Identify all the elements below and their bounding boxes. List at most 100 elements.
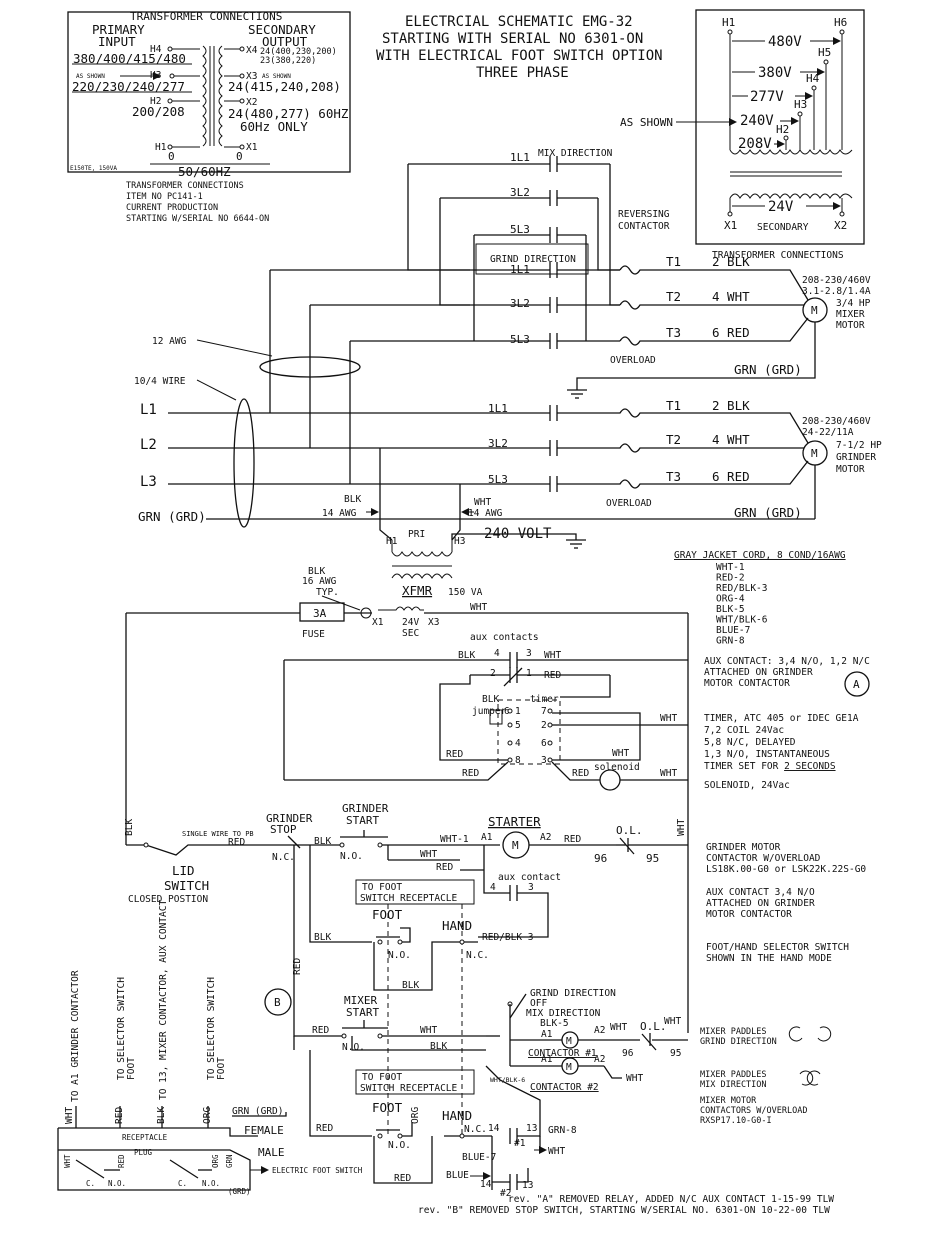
tx-x2: X2: [246, 97, 257, 108]
tap-h5: H5: [818, 46, 831, 59]
tx-x2-v: 24(480,277) 60HZ: [228, 106, 349, 121]
nt-timer5a: TIMER SET FOR: [704, 761, 784, 772]
ct-starter: STARTER: [488, 814, 541, 829]
rc-v1: TO A1 GRINDER CONTACTOR: [70, 970, 81, 1102]
nt-aux2: ATTACHED ON GRINDER: [704, 667, 813, 678]
tx-freq: 50/60HZ: [178, 164, 231, 179]
ct-p1: 1: [515, 706, 521, 717]
tx-h2: H2: [150, 96, 161, 107]
tap-277: 277V: [750, 89, 784, 105]
tap-h2: H2: [776, 123, 789, 136]
tap-240: 240V: [740, 113, 774, 129]
transformer-connections-box: TRANSFORMER CONNECTIONS PRIMARY INPUT SE…: [67, 10, 351, 179]
gr-motor-m: M: [811, 447, 818, 460]
tap-h1: H1: [722, 16, 735, 29]
tap-h3: H3: [794, 98, 807, 111]
rc-grn: GRN (GRD): [232, 1106, 283, 1117]
rc-c2: C.: [178, 1179, 187, 1188]
mc-c2: CONTACTOR #2: [530, 1082, 599, 1093]
mc-a2: A2: [594, 1025, 605, 1036]
mc-off: OFF: [530, 998, 547, 1009]
ct-foot: FOOT: [372, 907, 403, 922]
ct-red-st: RED: [564, 834, 581, 845]
ct-p7: 7: [541, 706, 547, 717]
mx-spec2: 3.1-2.8/1.4A: [802, 286, 871, 297]
rc-male: MALE: [258, 1146, 285, 1159]
ct-lid1: LID: [172, 863, 195, 878]
ct-gst1: GRINDER: [342, 802, 389, 815]
cord-conductor-item: BLK-5: [716, 604, 745, 615]
nt-timer2: 7,2 COIL 24Vac: [704, 725, 784, 736]
ct-single: SINGLE WIRE TO PB: [182, 830, 254, 838]
ct-nc: N.C.: [272, 852, 295, 863]
mc-k1: #1: [514, 1138, 526, 1149]
rc-receptacle: RECEPTACLE: [122, 1133, 168, 1142]
transformer-tap-box: H1 H6 480V H5 380V H4 277V H3 240V H2 20…: [620, 9, 865, 261]
tx-x3-as: AS SHOWN: [262, 73, 291, 80]
tx-zero-left: 0: [168, 150, 175, 163]
rc-wht2: WHT: [63, 1154, 72, 1168]
cord-conductor-item: WHT-1: [716, 562, 745, 573]
tx-x4-b: 23(380,220): [260, 56, 316, 66]
rc-wht: WHT: [64, 1107, 75, 1124]
ct-aux-c: aux contact: [498, 872, 561, 883]
mc-ms1: MIXER: [344, 994, 377, 1007]
ct-aux-2: 2: [490, 668, 496, 679]
rc-no2: N.O.: [202, 1179, 220, 1188]
tap-caption: TRANSFORMER CONNECTIONS: [712, 250, 844, 261]
ct-lid3: CLOSED POSTION: [128, 894, 208, 905]
gr-spec2: 24-22/11A: [802, 427, 854, 438]
ct-96: 96: [594, 852, 607, 865]
ct-tofoot2: SWITCH RECEPTACLE: [360, 893, 458, 904]
ct-no-f: N.O.: [388, 950, 411, 961]
ct-blk16: BLK: [308, 566, 325, 577]
nt-mp4: MIX DIRECTION: [700, 1080, 767, 1090]
sup-wht: WHT: [474, 497, 491, 508]
mc-red: RED: [312, 1025, 329, 1036]
nt-fh2: SHOWN IN THE HAND MODE: [706, 953, 832, 964]
nt-mm1: MIXER MOTOR: [700, 1096, 757, 1106]
mc-m2: M: [566, 1062, 572, 1073]
ct-no: N.O.: [340, 851, 363, 862]
tn-l4: STARTING W/SERIAL NO 6644-ON: [126, 214, 269, 224]
ct-red-s: RED: [572, 768, 589, 779]
mc-blue: BLUE: [446, 1170, 469, 1181]
ct-red-m: RED: [436, 862, 453, 873]
tx-zero-right: 0: [236, 150, 243, 163]
transformer-note: TRANSFORMER CONNECTIONS ITEM NO PC141-1 …: [126, 181, 269, 224]
ct-p6b: 6: [541, 738, 547, 749]
sup-blk: BLK: [344, 494, 361, 505]
title-l3: WITH ELECTRICAL FOOT SWITCH OPTION: [376, 48, 663, 64]
rev-a: rev. "A" REMOVED RELAY, ADDED N/C AUX CO…: [508, 1194, 834, 1205]
mx-5l3: 5L3: [510, 223, 530, 236]
nt-timer4: 1,3 N/O, INSTANTANEOUS: [704, 749, 830, 760]
ct-m: M: [512, 839, 519, 852]
mx-g5l3: 5L3: [510, 333, 530, 346]
mx-t3: T3: [666, 325, 681, 340]
tn-l3: CURRENT PRODUCTION: [126, 203, 218, 213]
sup-l1: L1: [140, 402, 157, 418]
ct-aux-c4: 4: [490, 882, 496, 893]
mx-spec1: 208-230/460V: [802, 275, 871, 286]
ct-blk-f2: BLK: [402, 980, 419, 991]
tx-x1: X1: [246, 142, 258, 153]
svg-text:TIMER SET FOR 2 SECONDS: TIMER SET FOR 2 SECONDS: [704, 761, 836, 772]
tap-as-shown: AS SHOWN: [620, 116, 673, 129]
rc-v2: TO SELECTOR SWITCH: [116, 977, 127, 1080]
mx-contactor: CONTACTOR: [618, 221, 670, 232]
title-l1: ELECTRCIAL SCHEMATIC EMG-32: [405, 14, 633, 30]
tap-h4: H4: [806, 72, 820, 85]
ct-timer: timer: [530, 694, 559, 705]
gr-1l1: 1L1: [488, 402, 508, 415]
mc-wht-k: WHT: [548, 1146, 565, 1157]
ct-typ: TYP.: [316, 587, 339, 598]
tx-h1: H1: [155, 142, 167, 153]
gr-t3: T3: [666, 469, 681, 484]
mc-org: ORG: [410, 1107, 421, 1124]
mc-14b: 14: [480, 1179, 492, 1190]
mc-96: 96: [622, 1048, 634, 1059]
tx-x3: X3: [246, 71, 257, 82]
ct-p5: 5: [515, 720, 521, 731]
ct-aux-4: 4: [494, 648, 500, 659]
